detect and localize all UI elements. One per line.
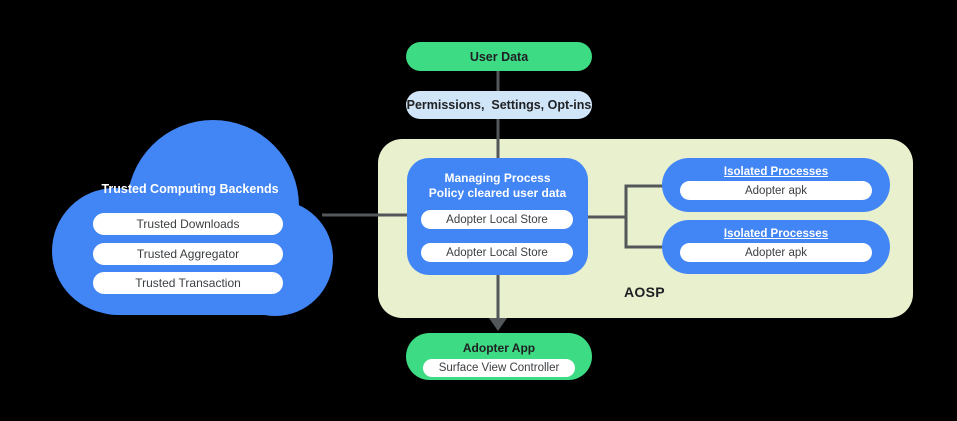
isolated-process-title: Isolated Processes: [723, 228, 829, 240]
isolated-process-node: Isolated Processes Adopter apk: [662, 158, 890, 212]
adopter-local-store-pill: Adopter Local Store: [421, 243, 573, 262]
aosp-label: AOSP: [624, 284, 665, 300]
permissions-settings-optins-node: Permissions, Settings, Opt-ins: [406, 91, 592, 119]
managing-process-node: Managing Process Policy cleared user dat…: [407, 158, 588, 275]
managing-process-title-line1: Managing Process: [444, 171, 551, 185]
cloud-item-trusted-downloads: Trusted Downloads: [93, 213, 283, 235]
adopter-apk-pill: Adopter apk: [680, 243, 872, 262]
isolated-process-node: Isolated Processes Adopter apk: [662, 220, 890, 274]
adopter-app-node: Adopter App Surface View Controller: [406, 333, 592, 380]
user-data-node: User Data: [406, 42, 592, 71]
adopter-apk-pill: Adopter apk: [680, 181, 872, 200]
cloud-title: Trusted Computing Backends: [101, 182, 279, 196]
isolated-process-title: Isolated Processes: [723, 166, 829, 178]
adopter-app-title: Adopter App: [462, 341, 536, 355]
cloud-item-trusted-transaction: Trusted Transaction: [93, 272, 283, 294]
managing-process-title: Managing Process Policy cleared user dat…: [407, 171, 588, 201]
arrow-down-icon: [489, 318, 507, 331]
surface-view-controller-pill: Surface View Controller: [423, 359, 575, 377]
cloud-item-trusted-aggregator: Trusted Aggregator: [93, 243, 283, 265]
adopter-local-store-pill: Adopter Local Store: [421, 210, 573, 229]
managing-process-title-line2: Policy cleared user data: [428, 186, 567, 200]
